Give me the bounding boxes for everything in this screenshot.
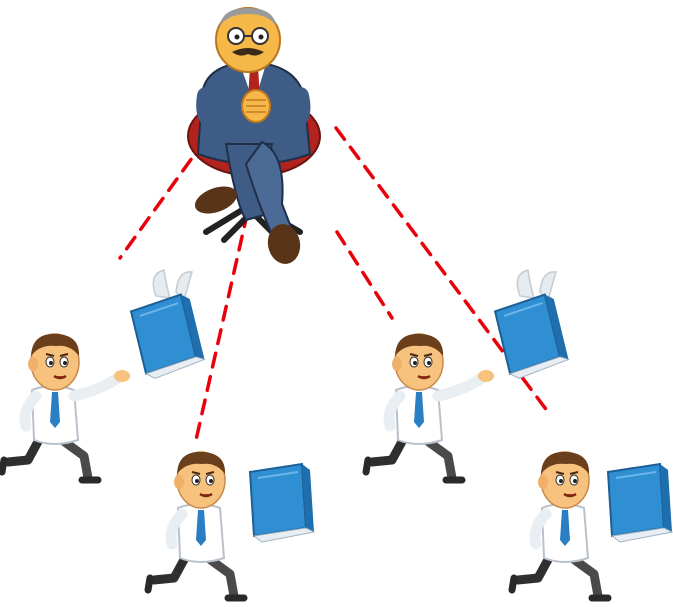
employee-figure xyxy=(366,334,494,480)
employee-figure xyxy=(2,334,130,480)
flying-book-icon xyxy=(130,270,207,380)
flying-book-icon xyxy=(494,270,571,380)
employee-figure xyxy=(512,452,608,598)
book-icon xyxy=(249,463,315,543)
employee-figure xyxy=(148,452,244,598)
boss-figure xyxy=(187,7,321,264)
book-icon xyxy=(607,463,673,543)
